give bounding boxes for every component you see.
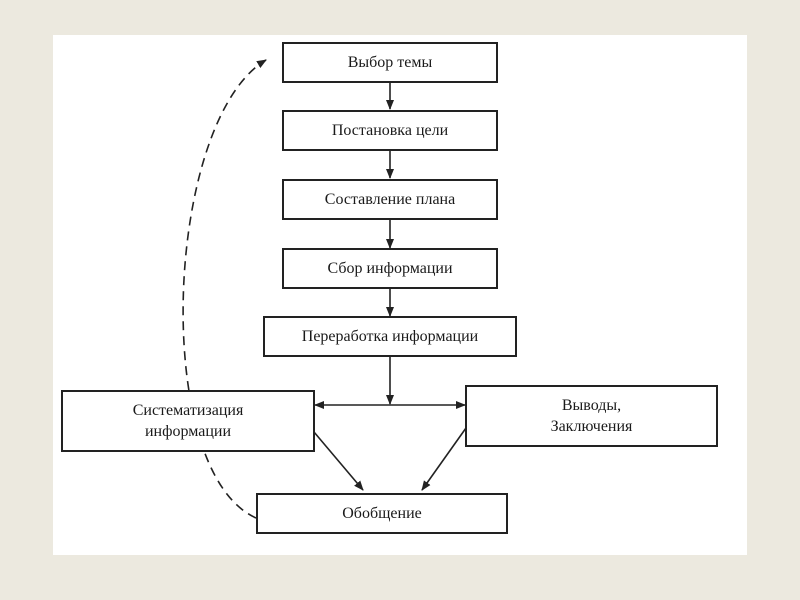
- node-collect[interactable]: Сбор информации: [282, 248, 498, 289]
- node-label-line1: Систематизация: [132, 402, 244, 419]
- node-label: Обобщение: [342, 505, 422, 522]
- node-label-line1: Выводы,: [561, 397, 622, 414]
- node-process[interactable]: Переработка информации: [263, 316, 517, 357]
- node-conclusions[interactable]: Выводы, Заключения: [465, 385, 718, 447]
- node-label: Составление плана: [324, 191, 456, 208]
- node-topic[interactable]: Выбор темы: [282, 42, 498, 83]
- node-label: Постановка цели: [331, 122, 449, 139]
- node-label-line2: информации: [144, 423, 232, 440]
- node-generalize[interactable]: Обобщение: [256, 493, 508, 534]
- node-systematize[interactable]: Систематизация информации: [61, 390, 315, 452]
- node-label: Выбор темы: [347, 54, 433, 71]
- node-label: Сбор информации: [327, 260, 453, 277]
- edge-conclusions-generalize: [421, 427, 467, 491]
- node-goal[interactable]: Постановка цели: [282, 110, 498, 151]
- node-label: Переработка информации: [301, 328, 479, 345]
- node-plan[interactable]: Составление плана: [282, 179, 498, 220]
- edge-feedback-dashed: [182, 59, 267, 519]
- edge-systematize-generalize: [313, 431, 364, 491]
- node-label-line2: Заключения: [550, 418, 633, 435]
